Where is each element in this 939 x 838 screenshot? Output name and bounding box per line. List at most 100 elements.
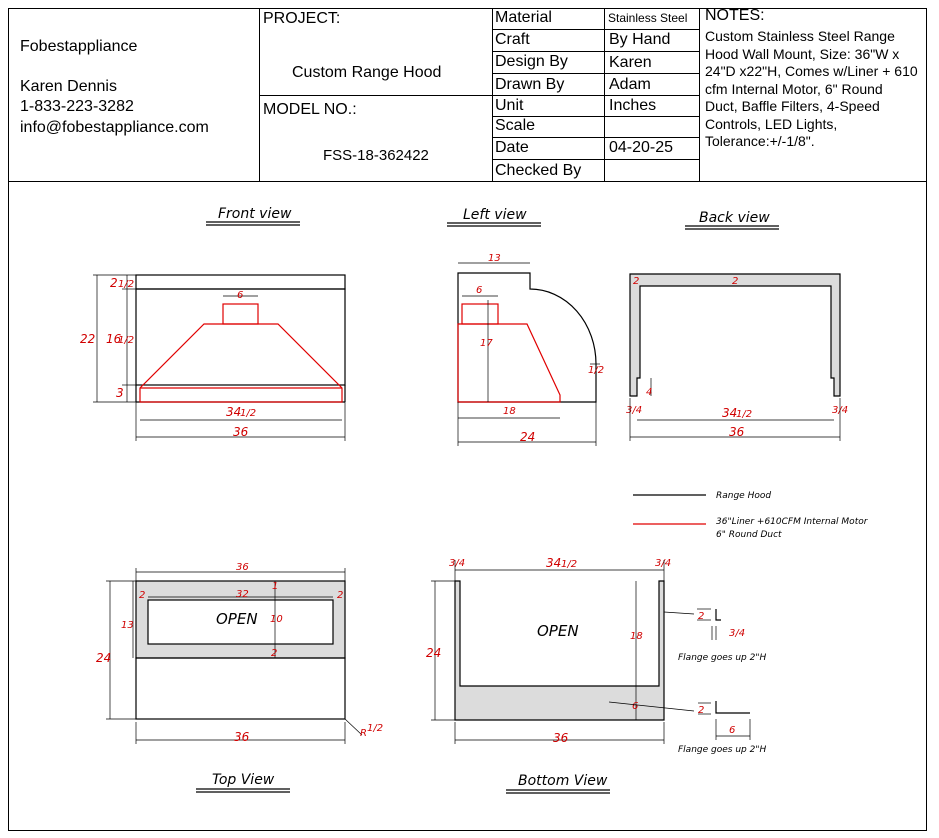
drawing-frame: [8, 181, 927, 831]
left-liner-duct: [461, 303, 499, 325]
caption-back-view: Back view: [699, 210, 770, 226]
tb-divider: [492, 73, 700, 74]
dim-front-liner: 34: [226, 405, 241, 419]
dim-top-radius: R: [360, 728, 367, 739]
legend: Range Hood 36"Liner +610CFM Internal Mot…: [633, 491, 869, 540]
tb-divider: [259, 95, 493, 96]
caption-bottom-view: Bottom View: [518, 773, 608, 789]
dim-front-mid: 16: [106, 332, 122, 346]
dim-left-radius: 1/2: [588, 365, 604, 376]
legend-liner-label: 6" Round Duct: [716, 530, 782, 540]
spec-label-material: Material: [495, 9, 552, 26]
dim-flange-bot: 2: [698, 705, 704, 716]
dim-back-frame-l: 2: [633, 276, 639, 287]
spec-label-checked: Checked By: [495, 162, 582, 179]
dim-front-half: 1/2: [240, 408, 256, 419]
tb-divider: [492, 159, 700, 160]
spec-value-unit: Inches: [609, 97, 657, 114]
dim-top-bot-gap: 2: [271, 648, 277, 659]
spec-value-drawn: Adam: [609, 76, 651, 93]
title-block: [8, 8, 927, 182]
dim-left-depth: 24: [520, 430, 535, 444]
dim-bottom-inner: 34: [546, 556, 561, 570]
dim-line: [344, 718, 363, 736]
dim-left-liner: 18: [503, 406, 516, 417]
spec-label-design: Design By: [495, 53, 568, 70]
dim-bottom-side-l: 3/4: [449, 558, 465, 569]
dim-back-frame-t: 2: [732, 276, 738, 287]
dim-left-height: 17: [480, 338, 493, 349]
leader-line: [663, 611, 695, 615]
top-view: OPEN 36 32 2 2 1 10 2 13 24 R 1/2 36: [96, 562, 383, 744]
flange-caption-1: Flange goes up 2"H: [678, 653, 766, 663]
dim-top-depth-open: 10: [270, 614, 283, 625]
dim-top-width: 36: [234, 730, 250, 744]
dim-top-inner: 32: [236, 589, 249, 600]
dim-front-duct: 6: [237, 290, 243, 301]
caption-top-view: Top View: [212, 772, 275, 788]
dim-bottom-height: 18: [630, 631, 643, 642]
dim-bottom-width: 36: [553, 731, 569, 745]
dim-back-gap: 4: [646, 387, 652, 398]
dim-back-width: 36: [729, 425, 745, 439]
dim-top-radius-v: 1/2: [367, 723, 383, 734]
caption-left-view: Left view: [463, 207, 527, 223]
tb-divider: [492, 137, 700, 138]
back-frame: [629, 273, 841, 397]
caption-front-view: Front view: [218, 206, 292, 222]
spec-value-date: 04-20-25: [609, 139, 674, 156]
back-view: 2 2 4 3/4 3/4 34 1/2 36: [626, 273, 848, 441]
project-label: PROJECT:: [263, 10, 341, 27]
dim-top-depth-13: 13: [121, 620, 134, 631]
dim-back-half: 1/2: [736, 409, 752, 420]
notes-line: cfm Internal Motor, 6" Round: [705, 81, 883, 97]
dim-front-bot: 3: [116, 386, 124, 400]
legend-hood-label: Range Hood: [716, 491, 771, 501]
dim-flange-thick: 3/4: [729, 628, 745, 639]
flange-caption-2: Flange goes up 2"H: [678, 745, 766, 755]
dim-top-width-top: 36: [236, 562, 249, 573]
left-view: 13 6 17 1/2 18 24: [457, 253, 604, 446]
front-view: 6 22 2 1/2 16 1/2 3 34 1/2 36: [80, 274, 346, 441]
bottom-open-label: OPEN: [537, 622, 579, 640]
top-opening: [147, 599, 334, 645]
dim-front-top: 2: [110, 276, 118, 290]
flange-profile: [715, 609, 721, 621]
spec-label-unit: Unit: [495, 97, 524, 114]
dim-bottom-side-r: 3/4: [655, 558, 671, 569]
contact-name: Karen Dennis: [20, 78, 117, 95]
dim-back-side-l: 3/4: [626, 405, 642, 416]
dim-front-half: 1/2: [118, 279, 134, 290]
notes-line: Controls, LED Lights,: [705, 116, 838, 132]
front-liner: [139, 323, 343, 403]
notes-line: Duct, Baffle Filters, 4-Speed: [705, 98, 880, 114]
tb-divider: [492, 29, 700, 30]
legend-liner-label: 36"Liner +610CFM Internal Motor: [716, 517, 869, 527]
dim-top-top-gap: 1: [272, 581, 278, 592]
contact-email: info@fobestappliance.com: [20, 119, 209, 136]
dim-back-liner: 34: [722, 406, 737, 420]
dim-top-side-l: 2: [139, 590, 145, 601]
tb-divider: [492, 95, 700, 96]
model-label: MODEL NO.:: [263, 101, 357, 118]
dim-bottom-inner-half: 1/2: [561, 559, 577, 570]
flange-detail: 2 3/4 Flange goes up 2"H 2 6 Flange goes…: [608, 608, 766, 755]
spec-value-craft: By Hand: [609, 31, 671, 48]
notes-line: Tolerance:+/-1/8".: [705, 133, 815, 149]
notes-line: Custom Stainless Steel Range: [705, 28, 895, 44]
dim-flange-length: 6: [729, 725, 735, 736]
front-hood-body: [135, 288, 346, 386]
dim-front-width: 36: [233, 425, 249, 439]
notes-line: 24"D x22"H, Comes w/Liner + 610: [705, 63, 918, 79]
bottom-frame: [454, 580, 665, 721]
dim-left-duct: 6: [476, 285, 482, 296]
dim-front-half: 1/2: [118, 335, 134, 346]
top-body: [135, 657, 346, 720]
dim-front-total: 22: [80, 332, 95, 346]
spec-label-drawn: Drawn By: [495, 76, 565, 93]
spec-label-scale: Scale: [495, 117, 536, 134]
company-name: Fobestappliance: [20, 38, 138, 55]
front-hood-top: [135, 274, 346, 290]
tb-divider: [492, 116, 700, 117]
